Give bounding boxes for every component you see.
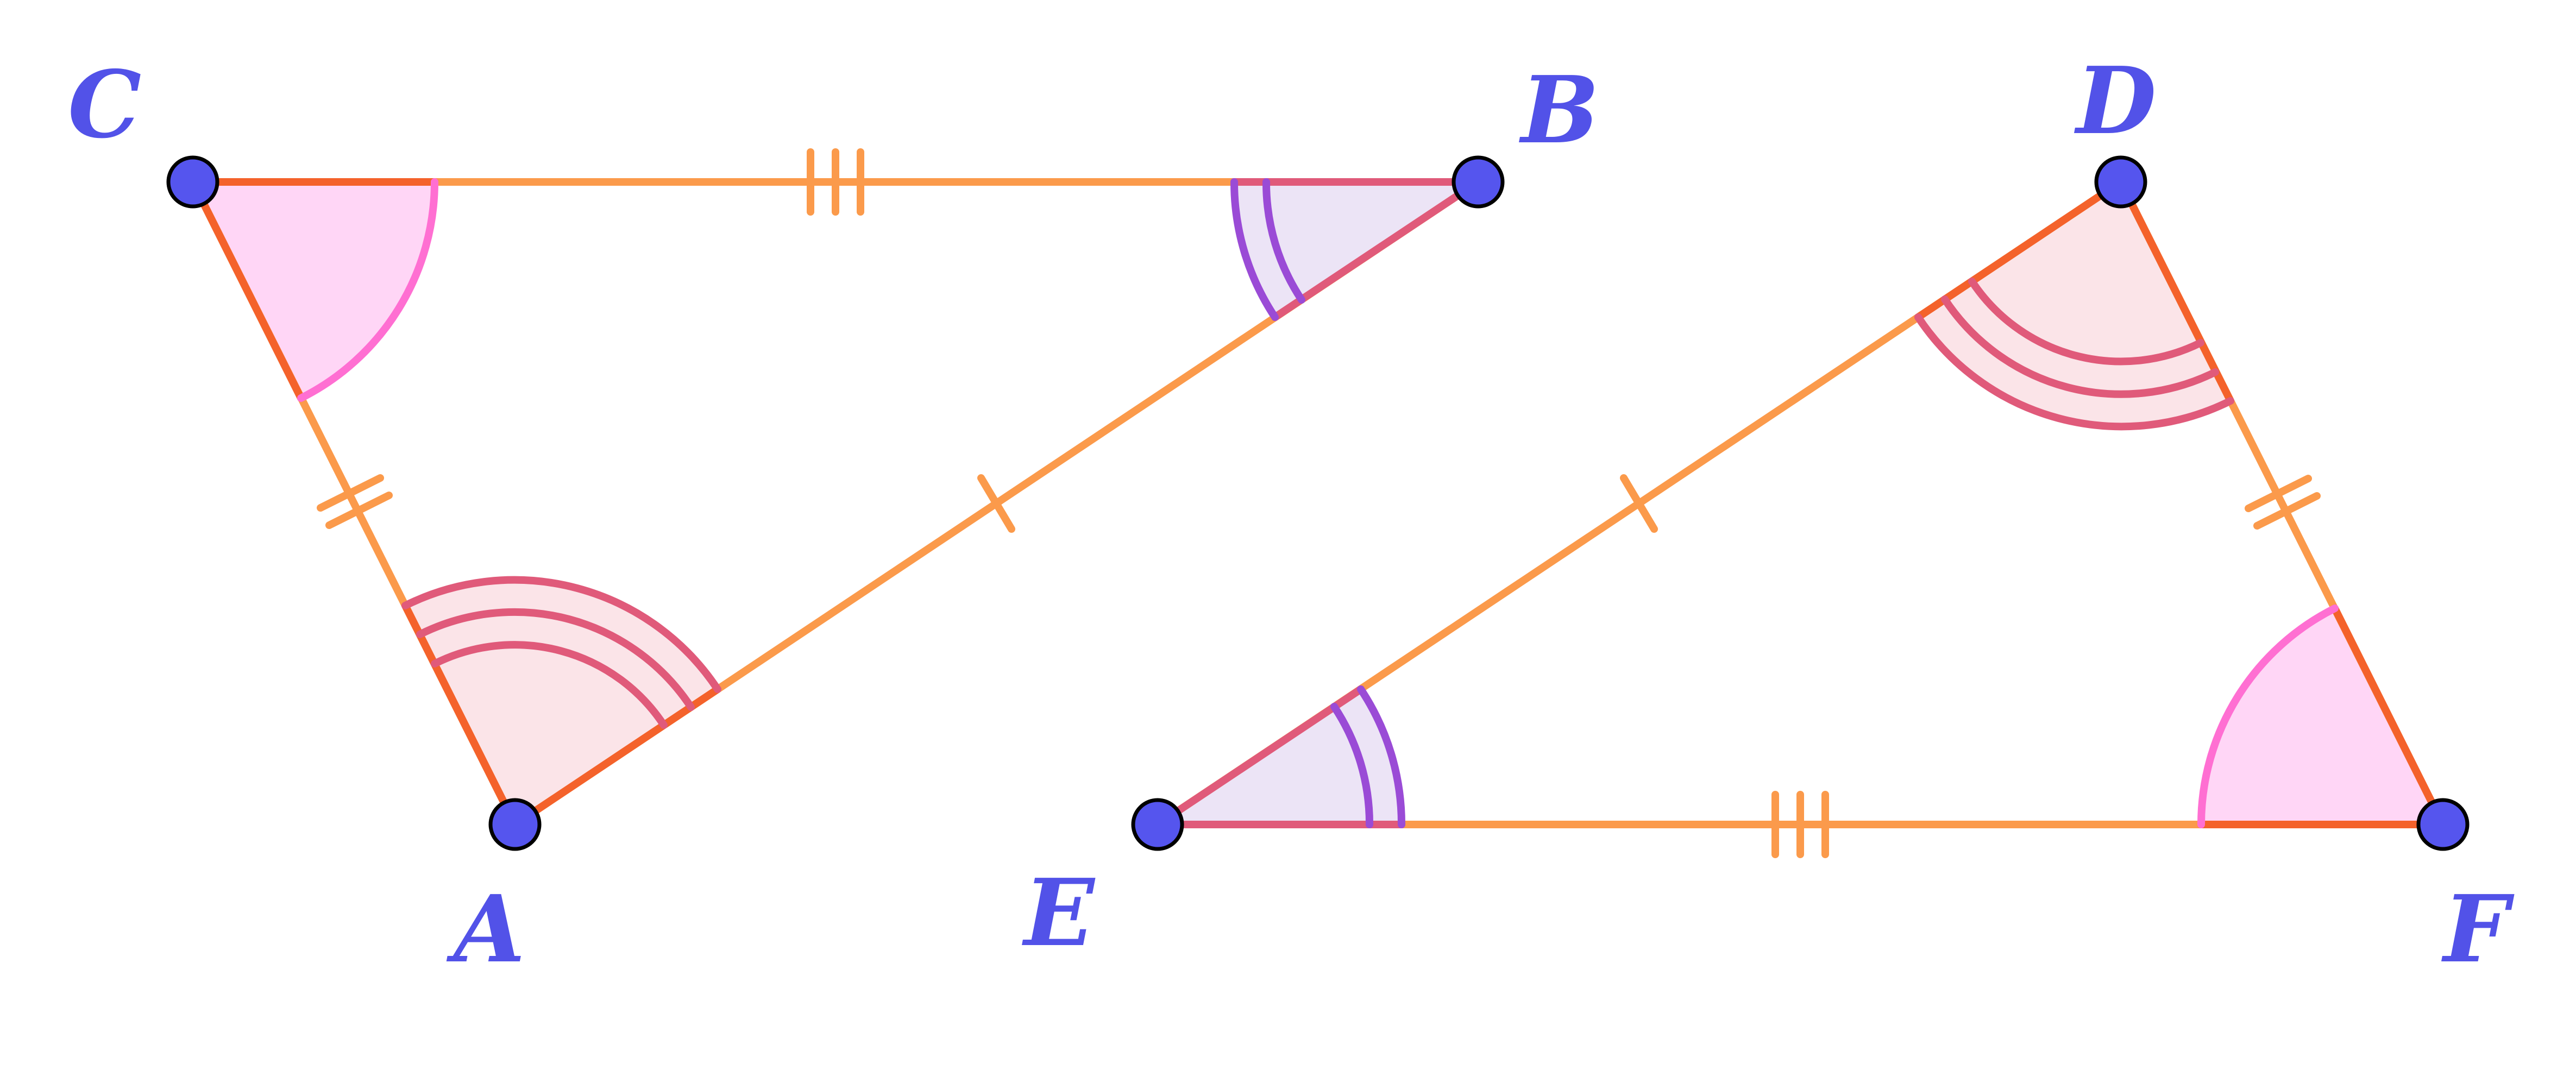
angle-F-arc-1 [2197,605,2339,828]
angle-E-arc-2 [1357,685,1406,828]
label-A: A [446,875,525,984]
angle-D-arc-3 [1914,313,2234,431]
label-D: D [2074,47,2156,155]
highlight-E-on-DE [1154,685,1365,828]
highlight-D-on-DF [2117,178,2234,405]
angle-B-arc-1 [1262,178,1305,304]
tick-DF-1 [2245,475,2312,512]
tick-AC-1 [317,474,384,512]
vertex-D [2094,155,2147,209]
angle-side-highlights [189,178,2447,828]
angle-F-fill [2201,608,2443,824]
vertex-F [2416,798,2470,851]
vertex-B [1452,155,1505,209]
angle-D-arc-1 [1968,278,2204,366]
highlight-D-on-DE [1914,178,2125,321]
vertex-labels: C B A D E F [68,47,2515,984]
vertex-A [488,798,542,851]
angle-fills [193,182,2443,824]
label-B: B [1519,56,1599,165]
angle-D-arc-2 [1941,295,2219,398]
highlight-A-on-AC [401,602,519,828]
angle-E-arc-1 [1330,703,1374,828]
angle-A-fill [405,580,718,824]
label-C: C [68,51,141,159]
highlight-A-on-AB [511,685,721,828]
angle-A-arc-1 [431,641,668,729]
angle-B-arc-2 [1230,178,1279,321]
highlight-C-on-AC [189,178,305,402]
label-E: E [1022,859,1096,967]
angle-A-arc-3 [401,576,721,693]
vertices [166,155,2470,851]
highlight-F-on-DF [2331,605,2447,828]
highlight-B-on-AB [1271,178,1482,321]
angle-A-arc-2 [416,608,695,711]
angle-C-fill [193,182,435,398]
tick-DF-2 [2253,492,2321,530]
angle-C-arc-1 [297,178,438,402]
vertex-C [166,155,219,209]
angle-arcs [297,178,2339,828]
tick-DE-1 [1620,474,1658,533]
angle-D-fill [1918,182,2231,427]
tick-AB-1 [977,474,1015,533]
vertex-E [1131,798,1184,851]
tick-AC-2 [325,492,393,529]
label-F: F [2441,875,2515,984]
tick-marks [317,148,2321,858]
